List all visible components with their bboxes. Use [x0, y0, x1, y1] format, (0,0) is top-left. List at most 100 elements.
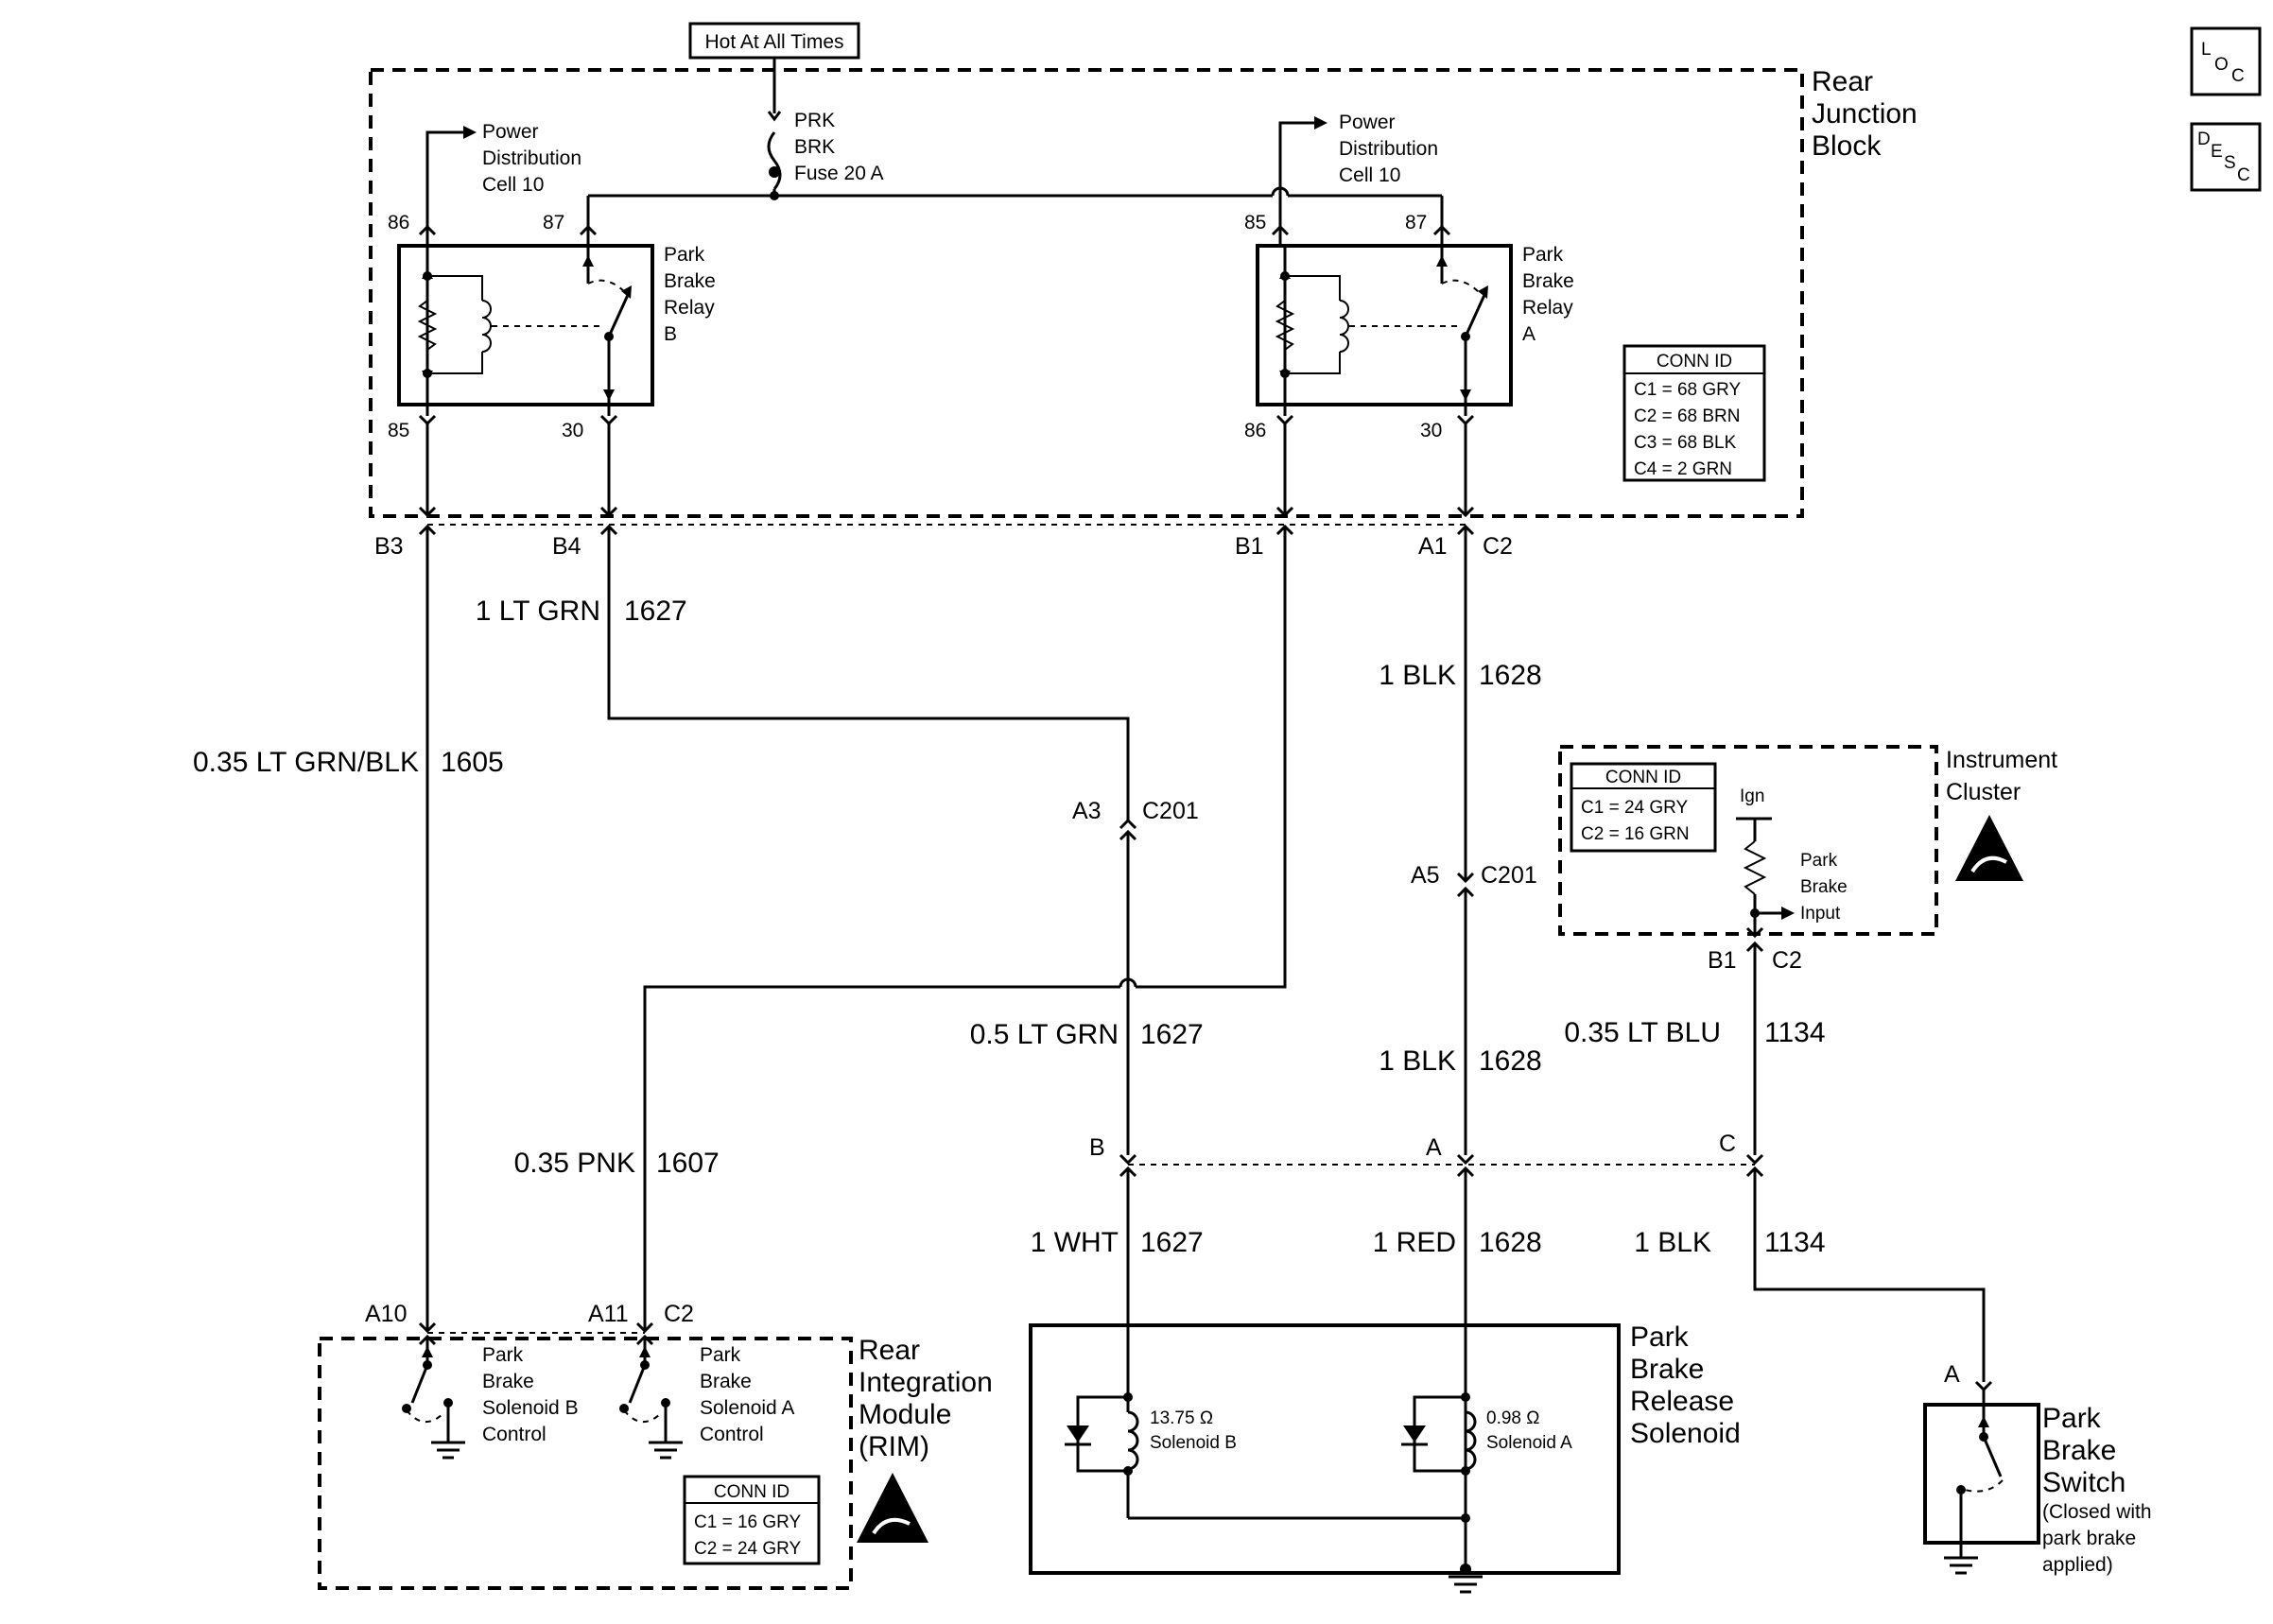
relay-b-pin-30: 30 — [562, 420, 583, 441]
wire-1607 — [1136, 527, 1287, 989]
svg-text:S: S — [2224, 153, 2236, 173]
svg-text:Relay: Relay — [664, 297, 715, 319]
c201-a5-pin: A5 — [1411, 862, 1440, 889]
solenoid-b-name: Solenoid B — [1150, 1433, 1237, 1453]
svg-text:C1 = 24 GRY: C1 = 24 GRY — [1581, 798, 1689, 818]
svg-text:Integration: Integration — [859, 1367, 993, 1398]
wire-1628-bot-gauge: 1 RED — [1373, 1227, 1456, 1258]
rim-conn-c2: C2 — [664, 1301, 694, 1327]
solenoid-connector-pin-a: A — [1426, 1134, 1442, 1161]
instrument-cluster-conn-c2: C2 — [1772, 947, 1802, 974]
svg-text:PRK: PRK — [794, 110, 835, 131]
loc-icon[interactable]: L O C — [2190, 26, 2262, 96]
rear-junction-block-outline — [369, 68, 1804, 518]
svg-text:Park: Park — [482, 1344, 524, 1366]
svg-text:Distribution: Distribution — [482, 147, 581, 169]
svg-text:C2 = 68 BRN: C2 = 68 BRN — [1634, 406, 1740, 426]
solenoid-a-name: Solenoid A — [1486, 1433, 1572, 1453]
svg-text:Park: Park — [700, 1344, 741, 1366]
svg-text:Park: Park — [1800, 851, 1838, 871]
park-brake-switch — [1923, 1380, 2040, 1575]
wire-1628-top-circuit: 1628 — [1479, 660, 1542, 691]
wire-1134-mid-circuit: 1134 — [1764, 1017, 1826, 1048]
park-brake-relay-b — [397, 224, 654, 426]
rim-outline — [318, 1337, 853, 1590]
wire-1627-bot-gauge: 1 WHT — [1031, 1227, 1119, 1258]
solenoid-a-value: 0.98 Ω — [1486, 1408, 1539, 1428]
instrument-cluster-b1-connector — [1745, 926, 1764, 1155]
svg-text:(Closed with: (Closed with — [2042, 1501, 2152, 1523]
svg-text:Park: Park — [1630, 1322, 1690, 1353]
relay-a-pin-85: 85 — [1244, 212, 1266, 233]
rim-esd-warning-icon — [857, 1473, 928, 1543]
svg-text:Solenoid A: Solenoid A — [700, 1397, 794, 1419]
rjb-pin-b4: B4 — [552, 533, 581, 560]
instrument-cluster-pin-b1: B1 — [1708, 947, 1737, 974]
rjb-pin-b3: B3 — [374, 533, 404, 560]
svg-text:CONN ID: CONN ID — [1605, 768, 1681, 787]
svg-text:Brake: Brake — [1522, 270, 1574, 292]
rjb-bottom-connectors — [418, 423, 1475, 536]
svg-text:C2 = 16 GRN: C2 = 16 GRN — [1581, 824, 1690, 844]
svg-text:Power: Power — [1339, 112, 1396, 133]
rjb-conn-id-table: CONN ID C1 = 68 GRY C2 = 68 BRN C3 = 68 … — [1622, 344, 1766, 482]
svg-text:C1 = 68 GRY: C1 = 68 GRY — [1634, 380, 1742, 400]
svg-text:Park: Park — [664, 244, 705, 266]
svg-text:C1 = 16 GRY: C1 = 16 GRY — [694, 1512, 802, 1532]
c201-a5-conn: C201 — [1481, 862, 1537, 889]
svg-text:E: E — [2211, 142, 2223, 162]
rjb-conn-c2: C2 — [1483, 533, 1513, 560]
svg-text:Brake: Brake — [664, 270, 716, 292]
svg-text:C3 = 68 BLK: C3 = 68 BLK — [1634, 433, 1737, 453]
rim-label: Rear Integration Module (RIM) — [859, 1335, 993, 1462]
svg-text:Input: Input — [1800, 904, 1841, 924]
wire-1627-mid-gauge: 0.5 LT GRN — [970, 1019, 1119, 1050]
rim-pin-a11: A11 — [588, 1301, 629, 1327]
wire-1628-mid-gauge: 1 BLK — [1379, 1045, 1456, 1077]
wire-1628-mid-circuit: 1628 — [1479, 1045, 1542, 1077]
svg-text:Rear: Rear — [859, 1335, 920, 1366]
relay-a-pin-87: 87 — [1405, 212, 1427, 233]
rjb-pin-b1: B1 — [1235, 533, 1264, 560]
wire-1607-circuit: 1607 — [656, 1148, 720, 1179]
desc-icon[interactable]: D E S C — [2190, 122, 2262, 192]
svg-text:O: O — [2214, 55, 2229, 75]
c201-a3-pin: A3 — [1072, 798, 1102, 824]
svg-text:Park: Park — [2042, 1403, 2102, 1434]
wire-1627-top-gauge: 1 LT GRN — [476, 596, 600, 627]
svg-text:Solenoid B: Solenoid B — [482, 1397, 579, 1419]
instrument-cluster-conn-id-table: CONN ID C1 = 24 GRY C2 = 16 GRN — [1570, 762, 1717, 853]
c201-a5-connector — [1456, 872, 1475, 1155]
park-brake-input-label: Park Brake Input — [1800, 851, 1848, 924]
svg-text:Solenoid: Solenoid — [1630, 1418, 1741, 1449]
svg-text:Brake: Brake — [482, 1371, 534, 1392]
park-brake-release-solenoid-outline — [1029, 1323, 1621, 1575]
instrument-cluster-label: Instrument Cluster — [1946, 747, 2057, 805]
svg-text:Ign: Ign — [1740, 786, 1764, 806]
svg-text:Switch: Switch — [2042, 1467, 2126, 1498]
c201-a3-connector — [1119, 818, 1137, 1155]
svg-text:Distribution: Distribution — [1339, 138, 1438, 160]
solenoid-a-coil — [1401, 1392, 1477, 1523]
svg-text:(RIM): (RIM) — [859, 1431, 929, 1462]
wire-1627-top-circuit: 1627 — [624, 596, 687, 627]
solenoid-a-control-label: Park Brake Solenoid A Control — [700, 1344, 794, 1445]
park-brake-switch-pin-a: A — [1944, 1361, 1960, 1388]
rjb-pin-a1: A1 — [1418, 533, 1448, 560]
relay-a-pin-86: 86 — [1244, 420, 1266, 441]
park-brake-relay-a — [1256, 224, 1513, 426]
wire-1605-circuit: 1605 — [441, 747, 504, 778]
ign-supply: Ign — [1736, 786, 1795, 936]
solenoid-a-control-switch — [619, 1337, 683, 1460]
fuse-label: PRK BRK Fuse 20 A — [794, 110, 884, 184]
wire-1134-bot-gauge: 1 BLK — [1634, 1227, 1711, 1258]
solenoid-b-control-switch — [402, 1337, 465, 1460]
esd-warning-icon — [1955, 815, 2023, 881]
wire-1628-bot-circuit: 1628 — [1479, 1227, 1542, 1258]
solenoid-b-value: 13.75 Ω — [1150, 1408, 1213, 1428]
relay-a-label: Park Brake Relay A — [1522, 244, 1574, 345]
relay-b-pin-85: 85 — [388, 420, 409, 441]
power-distribution-left-label: Power Distribution Cell 10 — [482, 121, 581, 196]
svg-text:Cell 10: Cell 10 — [1339, 164, 1400, 186]
svg-text:Brake: Brake — [700, 1371, 752, 1392]
